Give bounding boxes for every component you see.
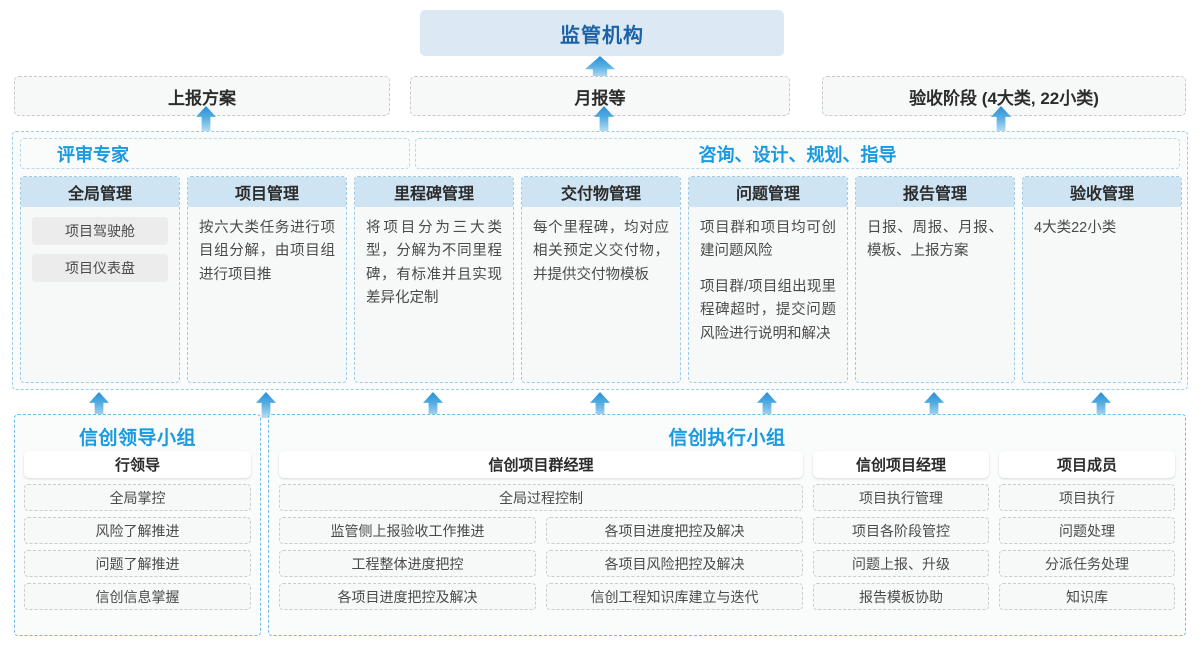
column-title-2: 里程碑管理 [355,177,513,207]
task-item[interactable]: 项目各阶段管控 [813,517,989,544]
task-item[interactable]: 各项目风险把控及解决 [546,550,804,577]
execution-group-columns: 信创项目群经理 全局过程控制 监管侧上报验收工作推进 工程整体进度把控 各项目进… [279,451,1175,610]
task-item[interactable]: 项目执行 [999,484,1175,511]
report-box-monthly: 月报等 [410,76,790,116]
task-item[interactable]: 问题上报、升级 [813,550,989,577]
program-manager-tasks-left: 监管侧上报验收工作推进 工程整体进度把控 各项目进度把控及解决 [279,511,537,610]
program-manager-column: 信创项目群经理 全局过程控制 监管侧上报验收工作推进 工程整体进度把控 各项目进… [279,451,804,610]
task-item[interactable]: 工程整体进度把控 [279,550,537,577]
task-item[interactable]: 分派任务处理 [999,550,1175,577]
role-project-manager[interactable]: 信创项目经理 [813,451,989,478]
column-project-management[interactable]: 项目管理 按六大类任务进行项目组分解，由项目组进行项目推 [187,176,347,383]
band-right-label: 咨询、设计、规划、指导 [698,144,897,165]
task-item[interactable]: 问题处理 [999,517,1175,544]
report-label-1: 月报等 [574,88,626,108]
column-body-0: 项目驾驶舱 项目仪表盘 [21,207,179,282]
band-review-experts: 评审专家 [20,138,410,169]
up-arrow-icon-to-regulator [585,56,615,78]
regulator-label: 监管机构 [560,24,644,47]
column-title-3: 交付物管理 [522,177,680,207]
column-title-4: 问题管理 [689,177,847,207]
program-manager-tasks-right: 各项目进度把控及解决 各项目风险把控及解决 信创工程知识库建立与迭代 [546,511,804,610]
column-body-6: 4大类22小类 [1023,207,1181,240]
column-title-5: 报告管理 [856,177,1014,207]
column-paragraph: 日报、周报、月报、模板、上报方案 [867,220,1003,260]
band-left-label: 评审专家 [57,144,129,165]
project-manager-column: 信创项目经理 项目执行管理 项目各阶段管控 问题上报、升级 报告模板协助 [813,451,989,610]
column-paragraph: 4大类22小类 [1034,220,1117,236]
column-paragraph: 按六大类任务进行项目组分解，由项目组进行项目推 [199,220,335,283]
column-body-2: 将项目分为三大类型，分解为不同里程碑，有标准并且实现差异化定制 [355,207,513,311]
column-title-6: 验收管理 [1023,177,1181,207]
task-item[interactable]: 报告模板协助 [813,583,989,610]
column-body-1: 按六大类任务进行项目组分解，由项目组进行项目推 [188,207,346,287]
column-issue-management[interactable]: 问题管理 项目群和项目均可创建问题风险 项目群/项目组出现里程碑超时，提交问题风… [688,176,848,383]
program-manager-task-grid: 监管侧上报验收工作推进 工程整体进度把控 各项目进度把控及解决 各项目进度把控及… [279,511,804,610]
report-box-upload-plan: 上报方案 [14,76,390,116]
column-paragraph: 将项目分为三大类型，分解为不同里程碑，有标准并且实现差异化定制 [366,220,502,307]
role-project-member[interactable]: 项目成员 [999,451,1175,478]
band-consulting-services: 咨询、设计、规划、指导 [415,138,1180,169]
column-paragraph: 项目群/项目组出现里程碑超时，提交问题风险进行说明和解决 [700,278,836,342]
report-label-2: 验收阶段 (4大类, 22小类) [909,88,1099,108]
task-item[interactable]: 问题了解推进 [24,550,251,577]
leading-group-title: 信创领导小组 [78,428,196,449]
task-item[interactable]: 信创工程知识库建立与迭代 [546,583,804,610]
pill-item[interactable]: 项目仪表盘 [32,254,168,282]
column-body-3: 每个里程碑，均对应相关预定义交付物，并提供交付物模板 [522,207,680,287]
task-item[interactable]: 项目执行管理 [813,484,989,511]
column-milestone-management[interactable]: 里程碑管理 将项目分为三大类型，分解为不同里程碑，有标准并且实现差异化定制 [354,176,514,383]
task-item[interactable]: 信创信息掌握 [24,583,251,610]
management-platform-panel: 评审专家 咨询、设计、规划、指导 全局管理 项目驾驶舱 项目仪表盘 项目管理 按… [12,131,1188,390]
leading-group-panel: 信创领导小组 行领导 全局掌控 风险了解推进 问题了解推进 信创信息掌握 [14,414,261,636]
pill-item[interactable]: 项目驾驶舱 [32,217,168,245]
task-item[interactable]: 各项目进度把控及解决 [279,583,537,610]
project-member-column: 项目成员 项目执行 问题处理 分派任务处理 知识库 [999,451,1175,610]
role-program-manager[interactable]: 信创项目群经理 [279,451,804,478]
column-title-0: 全局管理 [21,177,179,207]
column-body-5: 日报、周报、月报、模板、上报方案 [856,207,1014,264]
regulator-box: 监管机构 [420,10,784,56]
task-item[interactable]: 全局过程控制 [279,484,804,511]
column-report-management[interactable]: 报告管理 日报、周报、月报、模板、上报方案 [855,176,1015,383]
column-title-1: 项目管理 [188,177,346,207]
column-deliverable-management[interactable]: 交付物管理 每个里程碑，均对应相关预定义交付物，并提供交付物模板 [521,176,681,383]
execution-group-title: 信创执行小组 [668,428,786,449]
column-global-management[interactable]: 全局管理 项目驾驶舱 项目仪表盘 [20,176,180,383]
task-item[interactable]: 监管侧上报验收工作推进 [279,517,537,544]
task-item[interactable]: 风险了解推进 [24,517,251,544]
role-bank-leader[interactable]: 行领导 [24,451,251,478]
column-acceptance-management[interactable]: 验收管理 4大类22小类 [1022,176,1182,383]
report-label-0: 上报方案 [168,88,236,108]
execution-group-panel: 信创执行小组 信创项目群经理 全局过程控制 监管侧上报验收工作推进 工程整体进度… [268,414,1186,636]
leading-group-content: 行领导 全局掌控 风险了解推进 问题了解推进 信创信息掌握 [24,451,251,610]
task-item[interactable]: 全局掌控 [24,484,251,511]
column-paragraph: 项目群和项目均可创建问题风险 [700,220,836,260]
task-item[interactable]: 知识库 [999,583,1175,610]
task-item[interactable]: 各项目进度把控及解决 [546,517,804,544]
column-body-4: 项目群和项目均可创建问题风险 项目群/项目组出现里程碑超时，提交问题风险进行说明… [689,207,847,346]
column-paragraph: 每个里程碑，均对应相关预定义交付物，并提供交付物模板 [533,220,669,283]
